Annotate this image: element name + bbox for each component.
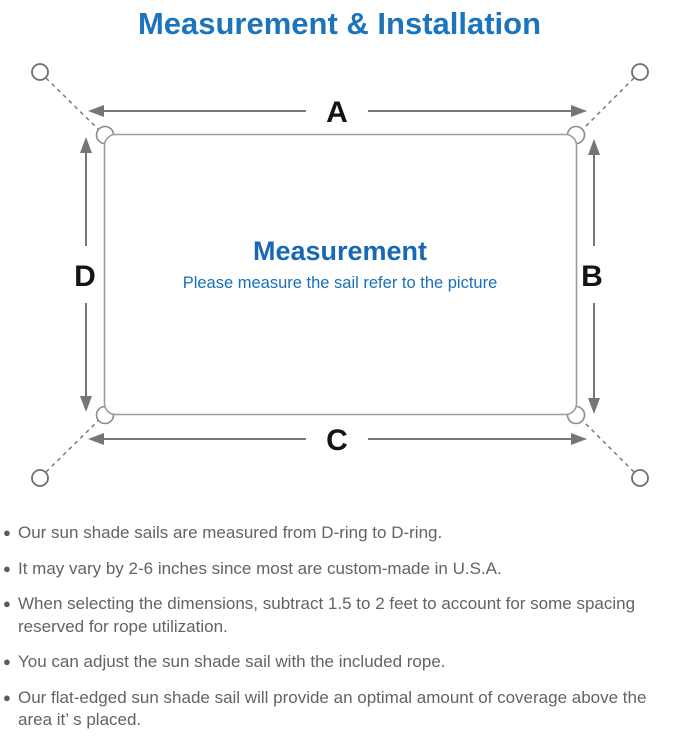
diagram-heading: Measurement: [253, 236, 427, 266]
bullet-icon: ●: [3, 560, 11, 576]
dimension-arrow-a: [88, 105, 587, 117]
page-title: Measurement & Installation: [137, 6, 542, 41]
diagram-subheading: Please measure the sail refer to the pic…: [183, 274, 498, 292]
note-text: You can adjust the sun shade sail with t…: [18, 652, 446, 671]
tether-lines: [45, 77, 635, 473]
anchor-ring-bottom-left: [31, 469, 49, 487]
arrowhead-b-bottom: [588, 398, 600, 414]
arrowhead-a-left: [88, 105, 104, 117]
dim-label-c: C: [326, 424, 348, 457]
tether-line-top-left: [45, 77, 102, 133]
tether-line-bottom-right: [579, 417, 635, 473]
bullet-icon: ●: [3, 525, 11, 540]
bullet-icon: ●: [3, 654, 11, 669]
dim-label-b: B: [581, 260, 603, 293]
dimension-arrow-c: [88, 433, 587, 445]
arrowhead-c-right: [571, 433, 587, 445]
note-item: ● It may vary by 2-6 inches since most a…: [3, 558, 671, 581]
page: Measurement & Installation: [0, 4, 679, 732]
dimension-arrow-b: [588, 139, 600, 414]
bullet-icon: ●: [3, 689, 11, 705]
dimension-arrow-d: [80, 137, 92, 412]
anchor-ring-bottom-right: [631, 469, 649, 487]
sail-outline: [103, 133, 578, 416]
arrowhead-a-right: [571, 105, 587, 117]
anchor-rings: [31, 63, 649, 487]
note-text: Our flat-edged sun shade sail will provi…: [18, 687, 647, 730]
tether-line-bottom-left: [45, 417, 102, 473]
anchor-ring-top-left: [31, 63, 49, 81]
dim-label-d: D: [74, 260, 96, 293]
notes-list: ● Our sun shade sails are measured from …: [0, 512, 679, 732]
arrowhead-c-left: [88, 433, 104, 445]
note-item: ● When selecting the dimensions, subtrac…: [3, 593, 671, 638]
arrowhead-d-bottom: [80, 396, 92, 412]
tether-line-top-right: [579, 77, 635, 133]
arrowhead-d-top: [80, 137, 92, 153]
note-item: ● Our flat-edged sun shade sail will pro…: [3, 687, 671, 732]
note-text: It may vary by 2-6 inches since most are…: [18, 558, 502, 578]
note-item: ● Our sun shade sails are measured from …: [3, 522, 671, 545]
dim-label-a: A: [326, 96, 348, 129]
anchor-ring-top-right: [631, 63, 649, 81]
measurement-diagram: A C D B Measurement Please measure the s…: [31, 63, 649, 487]
note-text: Our sun shade sails are measured from D-…: [18, 523, 443, 542]
bullet-icon: ●: [3, 596, 11, 611]
note-item: ● You can adjust the sun shade sail with…: [3, 651, 671, 674]
note-text: When selecting the dimensions, subtract …: [18, 594, 636, 636]
arrowhead-b-top: [588, 139, 600, 155]
